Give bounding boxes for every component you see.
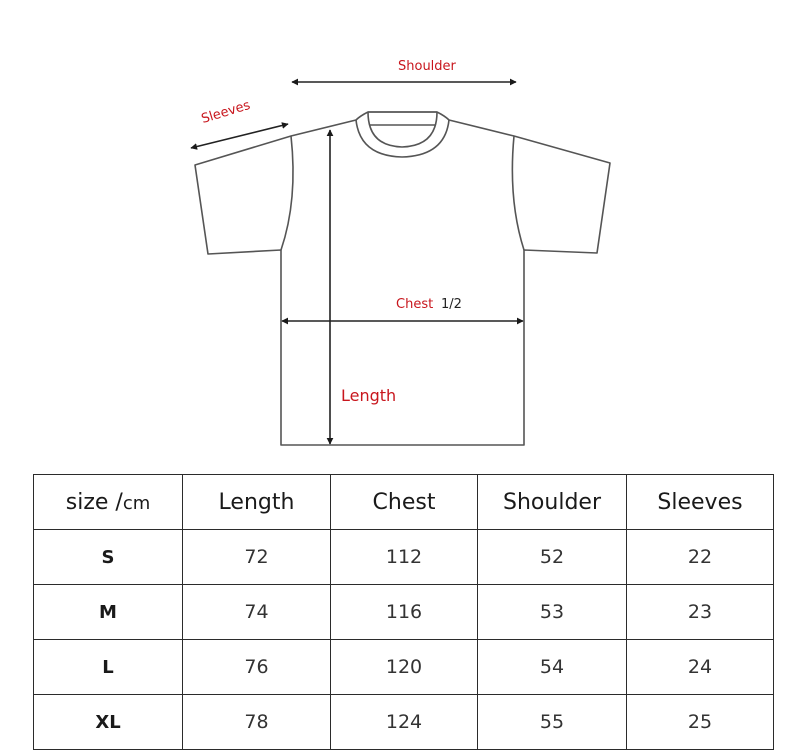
shoulder-label: Shoulder — [398, 59, 456, 74]
chest-label: Chest — [396, 297, 434, 312]
header-size-unit: cm — [122, 492, 151, 514]
length-cell: 74 — [182, 584, 331, 640]
tshirt-measurement-diagram: Shoulder Sleeves Chest 1/2 Length — [190, 59, 611, 446]
size-cell: M — [33, 584, 183, 640]
shoulder-cell: 55 — [477, 694, 627, 750]
chest-cell: 120 — [330, 639, 478, 695]
table-row: M 74 116 53 23 — [33, 584, 774, 640]
header-length: Length — [182, 474, 331, 530]
sleeves-arrow — [190, 122, 289, 150]
tshirt-outline-icon — [190, 78, 611, 446]
header-shoulder: Shoulder — [477, 474, 627, 530]
size-chart-table: size /cm Length Chest Shoulder Sleeves S… — [33, 474, 774, 750]
chest-fraction-label: 1/2 — [441, 297, 462, 312]
sleeves-cell: 22 — [626, 529, 774, 585]
header-size: size /cm — [33, 474, 183, 530]
length-label: Length — [341, 386, 397, 405]
header-chest: Chest — [330, 474, 478, 530]
length-cell: 76 — [182, 639, 331, 695]
chest-cell: 124 — [330, 694, 478, 750]
sleeves-cell: 23 — [626, 584, 774, 640]
shoulder-cell: 53 — [477, 584, 627, 640]
size-cell: XL — [33, 694, 183, 750]
header-sleeves: Sleeves — [626, 474, 774, 530]
table-row: XL 78 124 55 25 — [33, 694, 774, 750]
chest-cell: 116 — [330, 584, 478, 640]
table-row: L 76 120 54 24 — [33, 639, 774, 695]
length-cell: 72 — [182, 529, 331, 585]
table-row: S 72 112 52 22 — [33, 529, 774, 585]
shoulder-cell: 52 — [477, 529, 627, 585]
chest-cell: 112 — [330, 529, 478, 585]
size-cell: L — [33, 639, 183, 695]
sleeves-cell: 24 — [626, 639, 774, 695]
length-cell: 78 — [182, 694, 331, 750]
sleeves-cell: 25 — [626, 694, 774, 750]
header-size-prefix: size / — [65, 489, 123, 515]
size-cell: S — [33, 529, 183, 585]
shoulder-cell: 54 — [477, 639, 627, 695]
table-header-row: size /cm Length Chest Shoulder Sleeves — [33, 474, 774, 530]
